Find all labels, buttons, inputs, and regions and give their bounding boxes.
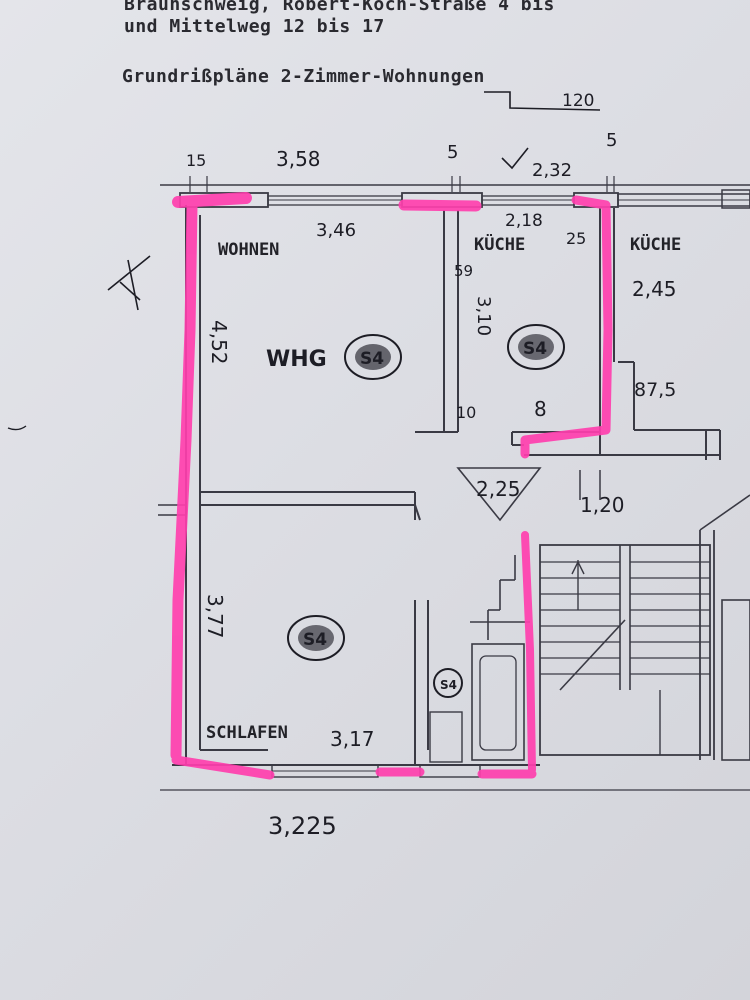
stamp-schlafen bbox=[287, 615, 345, 661]
svg-text:S4: S4 bbox=[440, 678, 457, 692]
note-120-bracket bbox=[484, 91, 601, 111]
svg-text:S4: S4 bbox=[360, 349, 384, 369]
dim-25: 25 bbox=[566, 229, 586, 248]
header-subtitle: Grundrißpläne 2-Zimmer-Wohnungen bbox=[122, 66, 485, 87]
dim-schlafen-vertical: 3,77 bbox=[203, 594, 227, 639]
dim-218: 2,18 bbox=[505, 211, 543, 231]
room-label-wohnen: WOHNEN bbox=[218, 240, 279, 260]
dim-kitchen-vertical: 3,10 bbox=[473, 296, 494, 336]
dim-top-232: 2,32 bbox=[532, 160, 572, 181]
bathroom-fixture bbox=[429, 711, 463, 763]
dim-wohnen-vertical: 4,52 bbox=[207, 320, 231, 365]
dim-225: 2,25 bbox=[476, 477, 521, 501]
room-label-kueche-right: KÜCHE bbox=[630, 233, 681, 255]
dim-8: 8 bbox=[534, 397, 547, 421]
dim-59: 59 bbox=[454, 262, 473, 280]
staircase bbox=[539, 544, 711, 756]
header-line2: und Mittelweg 12 bis 17 bbox=[124, 16, 385, 37]
header-line1: Braunschweig, Robert-Koch-Straße 4 bis bbox=[124, 0, 555, 15]
svg-text:S4: S4 bbox=[303, 630, 327, 650]
room-label-kueche: KÜCHE bbox=[474, 233, 525, 255]
dim-top-5a: 5 bbox=[447, 142, 458, 163]
stamp-wohnen bbox=[344, 334, 402, 380]
dim-10: 10 bbox=[456, 403, 476, 422]
room-label-schlafen: SCHLAFEN bbox=[206, 723, 288, 743]
label-whg: WHG bbox=[266, 347, 327, 372]
bathtub bbox=[471, 643, 525, 761]
dim-120: 1,20 bbox=[580, 493, 625, 517]
highlight-marker bbox=[170, 192, 613, 780]
dim-top-5b: 5 bbox=[606, 130, 617, 151]
dim-317: 3,17 bbox=[330, 727, 375, 751]
dim-top-15: 15 bbox=[186, 151, 206, 170]
dim-bottom: 3,225 bbox=[268, 812, 337, 840]
note-120: 120 bbox=[562, 91, 594, 111]
north-arrow-icon bbox=[107, 255, 151, 311]
stamp-bath bbox=[433, 668, 463, 698]
svg-text:S4: S4 bbox=[523, 339, 547, 359]
dim-346: 3,46 bbox=[316, 220, 356, 241]
dim-875: 87,5 bbox=[634, 379, 676, 401]
dim-245: 2,45 bbox=[632, 277, 677, 301]
dim-top-358: 3,58 bbox=[276, 147, 321, 171]
stamp-kueche bbox=[507, 324, 565, 370]
